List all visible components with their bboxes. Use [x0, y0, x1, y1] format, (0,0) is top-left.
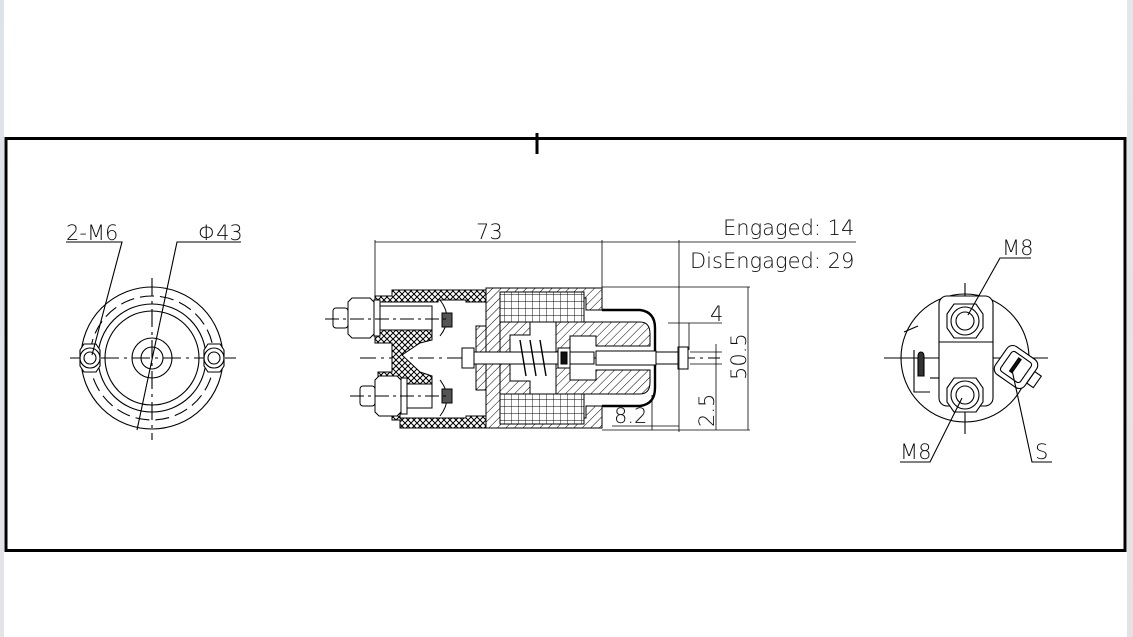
dim-stroke-4: 4: [710, 302, 723, 326]
dim-collar-8-2: 8.2: [614, 404, 647, 428]
top-terminal-stud-icon: [332, 297, 453, 339]
bolt-right-icon: [203, 343, 225, 373]
window-edge-left: [0, 0, 4, 637]
note-disengaged: DisEngaged: 29: [690, 249, 854, 273]
dim-length-73: 73: [476, 220, 503, 244]
bolt-left-icon: [79, 343, 101, 373]
drawing-frame: [4, 133, 1127, 552]
bottom-m8-terminal-icon: [946, 377, 984, 413]
label-bottom-m8: M8: [900, 440, 931, 464]
label-2-m6: 2-M6: [66, 221, 118, 245]
dim-offset-2-5: 2.5: [695, 394, 719, 427]
note-engaged: Engaged: 14: [723, 216, 854, 240]
section-view: [325, 240, 856, 432]
label-top-m8: M8: [1002, 236, 1033, 260]
top-m8-terminal-icon: [946, 303, 984, 339]
s-terminal-connector-icon: [993, 344, 1043, 390]
right-end-view: [884, 257, 1052, 463]
label-diameter-43: Φ43: [198, 221, 243, 245]
left-end-view: [66, 241, 241, 440]
window-edge-right: [1127, 0, 1133, 637]
label-s-terminal: S: [1035, 440, 1048, 464]
dim-height-50-5: 50.5: [727, 333, 751, 380]
